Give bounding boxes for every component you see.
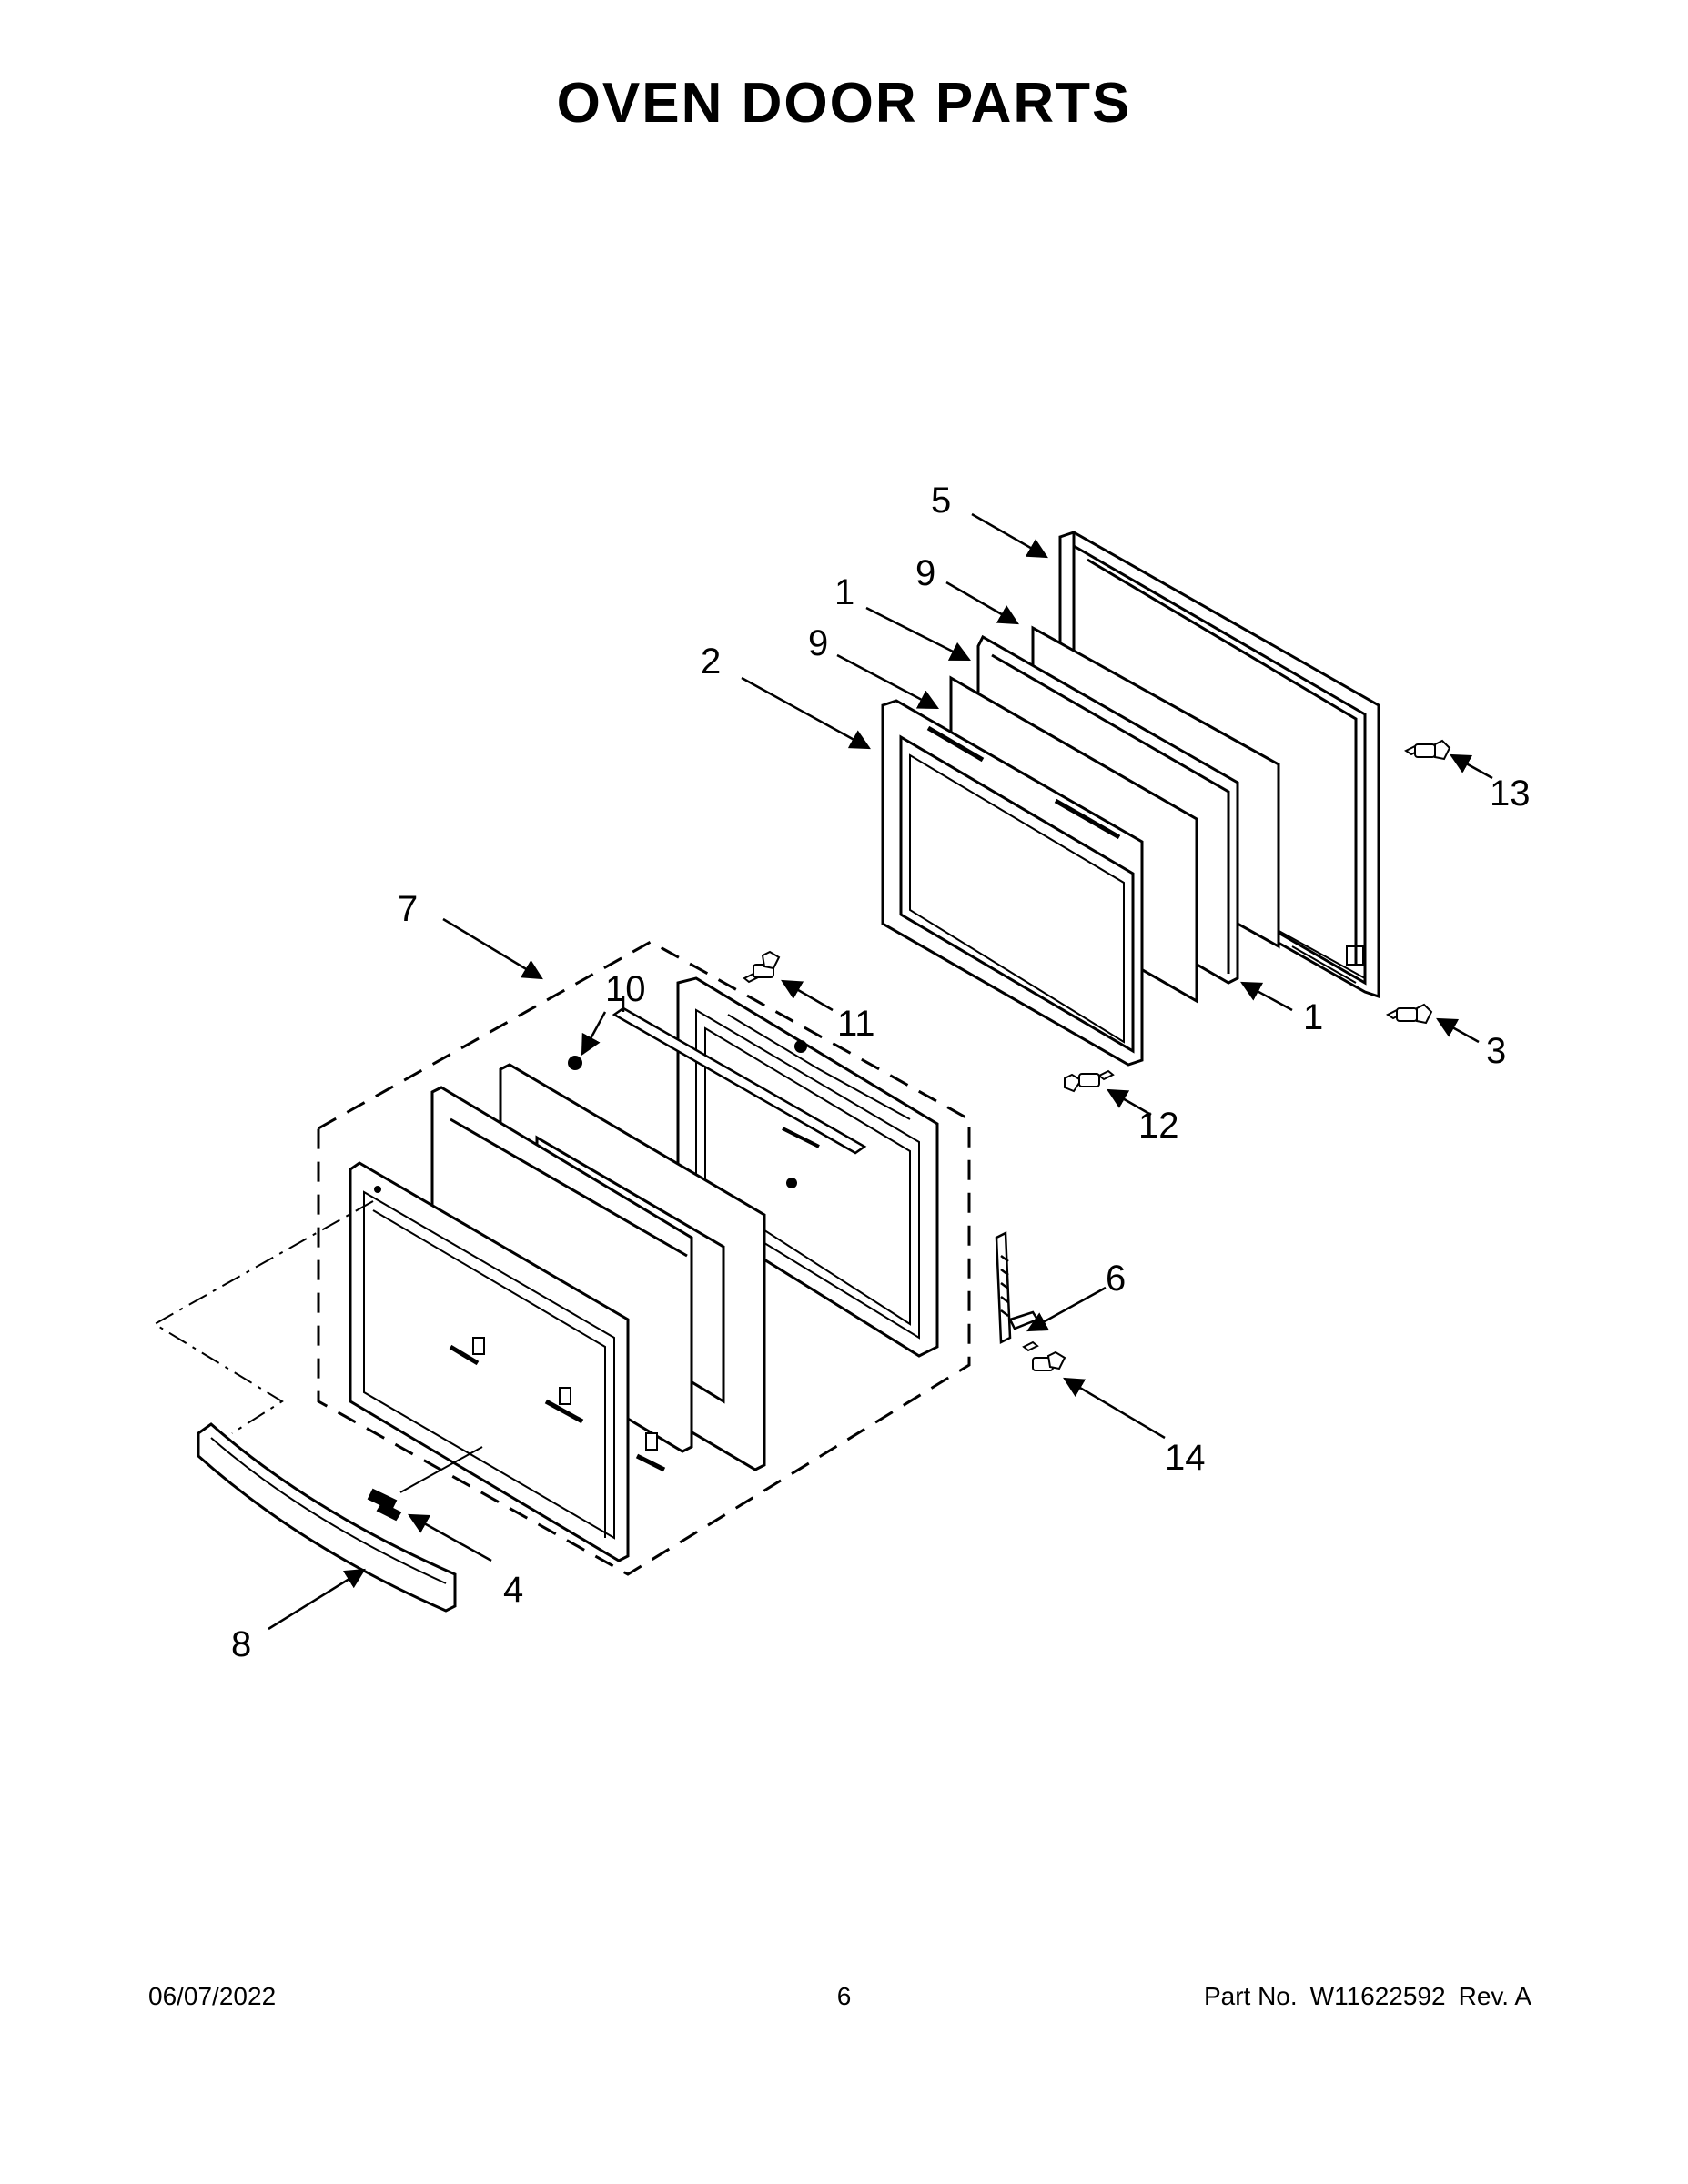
arrow-10 — [581, 1011, 607, 1056]
door-inner-panel — [676, 976, 939, 1358]
revision-label: Rev. A — [1458, 1982, 1531, 2010]
part-2-inner-glass-frame — [881, 699, 1144, 1067]
callout-14: 14 — [1165, 1438, 1206, 1478]
arrow-14 — [1063, 1377, 1166, 1440]
part-6-door-hinge — [995, 1231, 1039, 1344]
arrow-11 — [781, 979, 834, 1012]
part-14-screw — [1022, 1340, 1066, 1371]
arrow-13 — [1450, 753, 1493, 780]
arrow-12 — [1107, 1088, 1152, 1117]
arrow-9-lower — [836, 653, 939, 710]
callout-1-lower: 1 — [1303, 997, 1323, 1037]
door-front-panel — [349, 1161, 666, 1562]
arrow-3 — [1436, 1017, 1480, 1044]
insulation-strip — [612, 996, 867, 1155]
arrow-8 — [268, 1568, 366, 1631]
callout-labels: 5 9 1 9 2 13 1 3 12 11 7 10 6 14 4 8 — [231, 480, 1531, 1664]
callout-9-upper: 9 — [915, 553, 935, 593]
footer-date: 06/07/2022 — [148, 1982, 277, 2010]
callout-11: 11 — [837, 1004, 875, 1044]
callout-13: 13 — [1490, 774, 1531, 814]
arrow-1-lower — [1240, 981, 1293, 1012]
callout-9-lower: 9 — [808, 623, 828, 663]
part-11-screw — [743, 950, 781, 984]
callout-5: 5 — [931, 480, 951, 521]
page-title: OVEN DOOR PARTS — [556, 72, 1132, 135]
arrow-9-upper — [945, 581, 1019, 625]
callout-10: 10 — [605, 969, 646, 1009]
logo-leader-line — [399, 1446, 483, 1493]
part-4-logo-badge — [367, 1488, 402, 1522]
callout-12: 12 — [1138, 1106, 1179, 1146]
arrow-4 — [408, 1513, 492, 1562]
footer-part-number: Part No. W11622592 Rev. A — [1204, 1982, 1531, 2011]
callout-6: 6 — [1106, 1259, 1126, 1299]
arrow-7 — [442, 917, 543, 980]
callout-2: 2 — [701, 642, 721, 682]
arrow-5 — [971, 512, 1048, 559]
footer-page-number: 6 — [836, 1982, 852, 2010]
arrow-1-upper — [865, 606, 972, 662]
callout-8: 8 — [231, 1624, 251, 1664]
callout-3: 3 — [1486, 1031, 1506, 1071]
arrow-6 — [1026, 1286, 1107, 1332]
arrow-2 — [741, 676, 871, 750]
callout-1-upper: 1 — [834, 572, 854, 612]
part-3-screw — [1386, 1003, 1433, 1025]
alignment-guide-lines — [153, 1200, 374, 1434]
callout-7: 7 — [398, 889, 418, 929]
part-10-plug — [568, 1056, 582, 1070]
callout-4: 4 — [503, 1570, 523, 1610]
leader-arrows — [268, 512, 1493, 1631]
part-number-label: Part No. — [1203, 1982, 1298, 2010]
part-8-door-handle — [197, 1422, 457, 1613]
part-12-screw — [1064, 1069, 1115, 1093]
part-13-screw — [1404, 739, 1451, 761]
part-7-door-assembly-outline — [317, 940, 971, 1576]
part-number-value: W11622592 — [1309, 1982, 1446, 2010]
